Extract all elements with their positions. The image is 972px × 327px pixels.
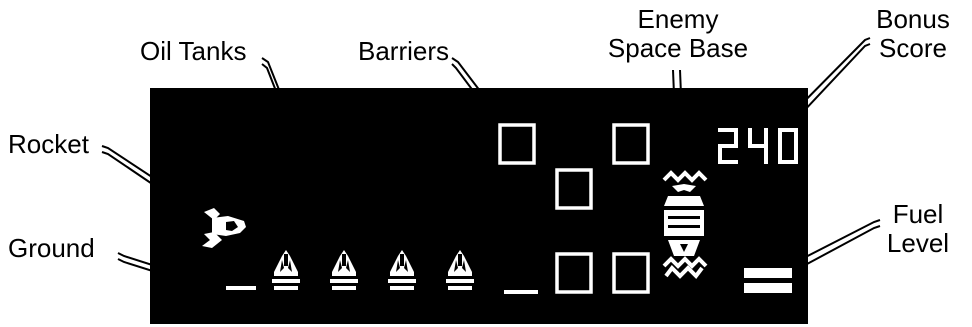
rocket-label: Rocket <box>8 129 89 159</box>
ground-dash <box>504 290 538 294</box>
barrier <box>612 123 650 165</box>
oil-tanks-label: Oil Tanks <box>140 36 247 66</box>
oil-tank <box>272 250 300 290</box>
barrier <box>555 252 593 294</box>
ground-segments <box>226 286 538 294</box>
rocket-sprite <box>202 208 246 248</box>
score-digit <box>778 128 798 164</box>
barriers <box>498 123 650 294</box>
enemy-base-label: Enemy Space Base <box>607 4 749 63</box>
barriers-label: Barriers <box>358 36 450 66</box>
score-digit <box>718 128 738 164</box>
bonus-score-label: Bonus Score <box>876 4 950 63</box>
barrier <box>612 252 650 294</box>
fuel-bar <box>744 268 792 278</box>
callout-lines <box>101 37 881 292</box>
fuel-bar <box>744 283 792 293</box>
barrier <box>555 168 593 210</box>
ground-label: Ground <box>8 233 95 263</box>
oil-tank <box>388 250 416 290</box>
ground-dash <box>226 286 256 290</box>
enemy-space-base <box>662 170 708 280</box>
fuel-level-label: Fuel Level <box>886 199 950 258</box>
barrier <box>498 123 536 165</box>
score-digit <box>748 128 768 164</box>
fuel-gauge <box>744 268 792 293</box>
bonus-score-display <box>718 128 798 164</box>
oil-tank <box>446 250 474 290</box>
oil-tank <box>330 250 358 290</box>
oil-tanks <box>272 250 474 290</box>
